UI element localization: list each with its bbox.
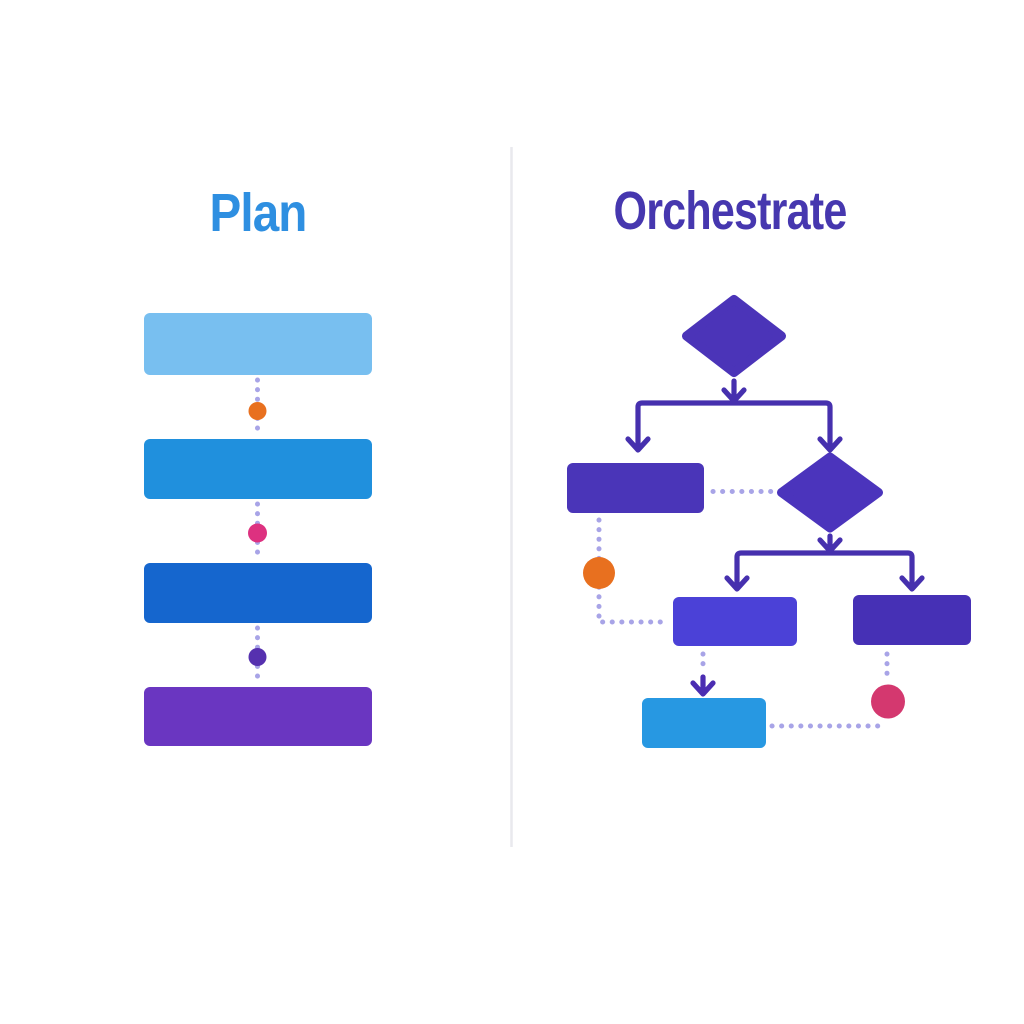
plan-title: Plan: [210, 183, 307, 243]
orchestrate-title: Orchestrate: [614, 181, 847, 241]
branch-1-left-arrowhead: [625, 436, 651, 453]
decision-node-top: [682, 295, 786, 377]
arrow-top-diamond-down: [721, 378, 747, 404]
plan-step-2: [144, 439, 372, 499]
plan-milestone-orange-dot: [248, 402, 267, 420]
plan-milestone-purple-dot: [248, 648, 267, 666]
branch-2-right-arrowhead: [899, 575, 925, 592]
orchestrate-milestone-pink-dot: [871, 684, 905, 719]
branch-2-left-arrowhead: [724, 575, 750, 592]
branch-bar-1: [635, 400, 833, 447]
task-node-mid-right: [853, 595, 971, 645]
plan-step-3: [144, 563, 372, 623]
plan-milestone-pink-dot: [248, 523, 267, 543]
decision-node-mid: [777, 452, 883, 533]
plan-step-4: [144, 687, 372, 746]
task-node-left: [567, 463, 704, 513]
branch-bar-2: [734, 550, 915, 587]
accent-arrow-into-final: [690, 674, 716, 697]
arrow-mid-diamond-down: [817, 533, 843, 554]
task-node-mid-left: [673, 597, 797, 646]
orchestrate-milestone-orange-dot: [583, 557, 615, 589]
task-node-final: [642, 698, 766, 748]
branch-1-right-arrowhead: [817, 436, 843, 453]
plan-step-1: [144, 313, 372, 375]
